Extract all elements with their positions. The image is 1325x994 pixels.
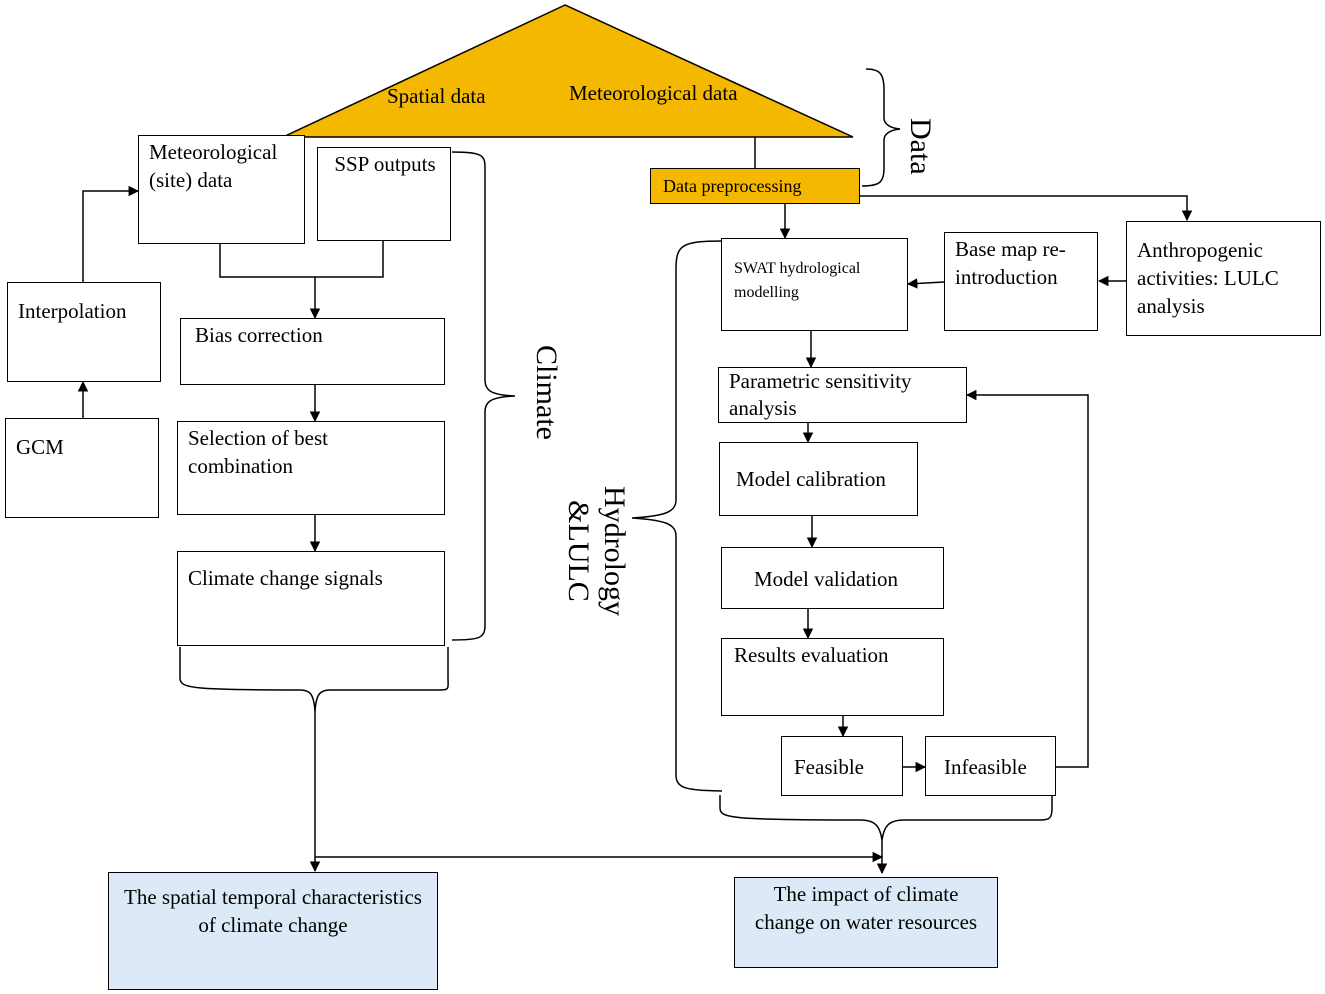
ssp-outputs-box: SSP outputs xyxy=(317,147,451,241)
anthropogenic-activities-box: Anthropogenic activities: LULC analysis xyxy=(1126,221,1321,336)
hydro-output-brace xyxy=(719,795,1053,841)
climate-change-signals-box: Climate change signals xyxy=(177,551,445,646)
swat-modelling-box: SWAT hydrological modelling xyxy=(721,238,908,331)
parametric-sensitivity-box: Parametric sensitivity analysis xyxy=(718,367,967,423)
data-brace xyxy=(861,68,901,187)
model-calibration-box: Model calibration xyxy=(719,442,918,516)
spatial-data-label: Spatial data xyxy=(387,84,486,108)
edge-preprocessing-anthropogenic xyxy=(860,195,1193,222)
hydrology-brace xyxy=(631,240,723,792)
selection-best-combination-box: Selection of best combination xyxy=(177,421,445,515)
impact-water-resources-box: The impact of climate change on water re… xyxy=(734,877,998,968)
interpolation-box: Interpolation xyxy=(7,282,161,382)
base-map-box: Base map re-introduction xyxy=(944,232,1098,331)
gcm-box: GCM xyxy=(5,418,159,518)
hydrology-label-line2: &LULC xyxy=(562,500,595,602)
data-group-label: Data xyxy=(904,118,937,175)
feasible-box: Feasible xyxy=(781,736,903,796)
climate-group-label: Climate xyxy=(530,345,563,440)
climate-output-brace xyxy=(179,647,449,713)
data-preprocessing-box: Data preprocessing xyxy=(650,168,860,204)
infeasible-box: Infeasible xyxy=(925,736,1056,796)
data-triangle xyxy=(282,4,854,138)
edge-interpolation-met xyxy=(82,185,140,282)
bias-correction-box: Bias correction xyxy=(180,318,445,385)
spatial-temporal-characteristics-box: The spatial temporal characteristics of … xyxy=(108,872,438,990)
edge-infeasible-loop xyxy=(965,389,1089,768)
meteorological-site-data-box: Meteorological (site) data xyxy=(138,135,305,244)
meteorological-data-label: Meteorological data xyxy=(569,81,738,105)
climate-brace xyxy=(451,151,516,641)
model-validation-box: Model validation xyxy=(721,547,944,609)
edge-basemap-swat xyxy=(906,278,945,289)
results-evaluation-box: Results evaluation xyxy=(721,638,944,716)
hydrology-label-line1: Hydrology xyxy=(598,486,631,616)
edge-met-ssp-join xyxy=(219,241,384,278)
hydrology-group-label: Hydrology &LULC xyxy=(560,486,632,616)
